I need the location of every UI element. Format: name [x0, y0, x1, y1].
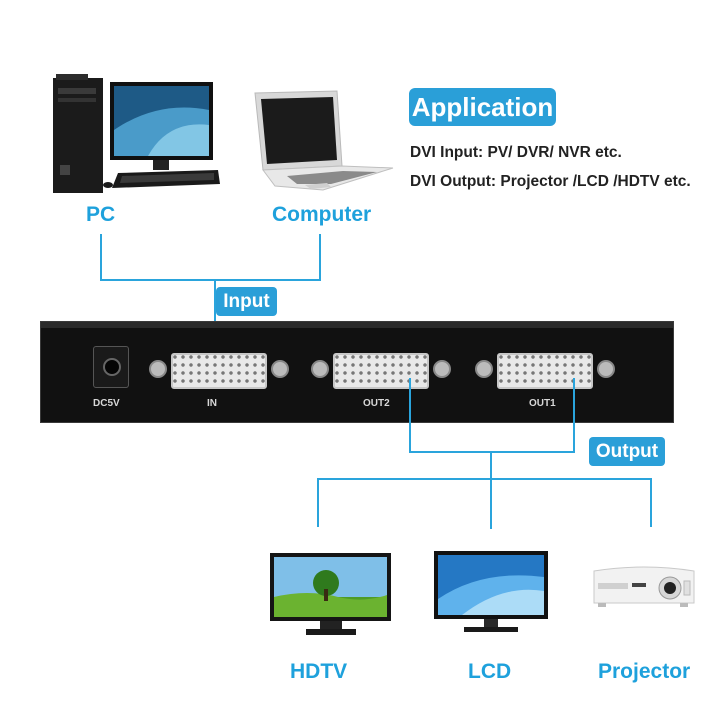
projector-connector-line [650, 478, 652, 527]
out2-screw-right [433, 360, 451, 378]
projector-label: Projector [598, 660, 691, 683]
pc-connector-line [100, 234, 102, 280]
laptop-icon [254, 90, 394, 191]
pc-label: PC [86, 203, 116, 226]
dvi-splitter-device: DC5V IN OUT2 OUT1 [40, 321, 674, 423]
dc-jack [93, 346, 129, 388]
in-screw-left [149, 360, 167, 378]
output-trunk-line [490, 451, 492, 529]
in-port-label: IN [207, 398, 217, 409]
in-screw-right [271, 360, 289, 378]
out1-screw-right [597, 360, 615, 378]
output-join-line [409, 451, 575, 453]
out2-screw-left [311, 360, 329, 378]
desktop-pc-icon [53, 74, 220, 193]
hdtv-icon [270, 553, 391, 635]
dvi-input-description: DVI Input: PV/ DVR/ NVR etc. [410, 144, 622, 161]
dvi-output-description: DVI Output: Projector /LCD /HDTV etc. [410, 173, 691, 190]
lcd-label: LCD [468, 660, 512, 683]
output-pill: Output [589, 437, 665, 466]
out2-port-label: OUT2 [363, 398, 390, 409]
out1-screw-left [475, 360, 493, 378]
input-drop-line [214, 279, 216, 359]
dc5v-label: DC5V [93, 398, 120, 409]
input-bus-line [100, 279, 321, 281]
input-pill: Input [216, 287, 277, 316]
application-badge: Application [409, 88, 556, 126]
device-top-edge [41, 322, 673, 328]
dc-jack-hole [103, 358, 121, 376]
out1-port-label: OUT1 [529, 398, 556, 409]
out2-port [333, 353, 429, 389]
lcd-monitor-icon [434, 551, 548, 632]
projector-icon [593, 566, 695, 607]
out1-port [497, 353, 593, 389]
computer-label: Computer [272, 203, 372, 226]
out2-drop-line [409, 378, 411, 452]
computer-connector-line [319, 234, 321, 280]
hdtv-label: HDTV [290, 660, 348, 683]
output-bus-line [317, 478, 652, 480]
out1-drop-line [573, 378, 575, 452]
in-port [171, 353, 267, 389]
hdtv-connector-line [317, 478, 319, 527]
